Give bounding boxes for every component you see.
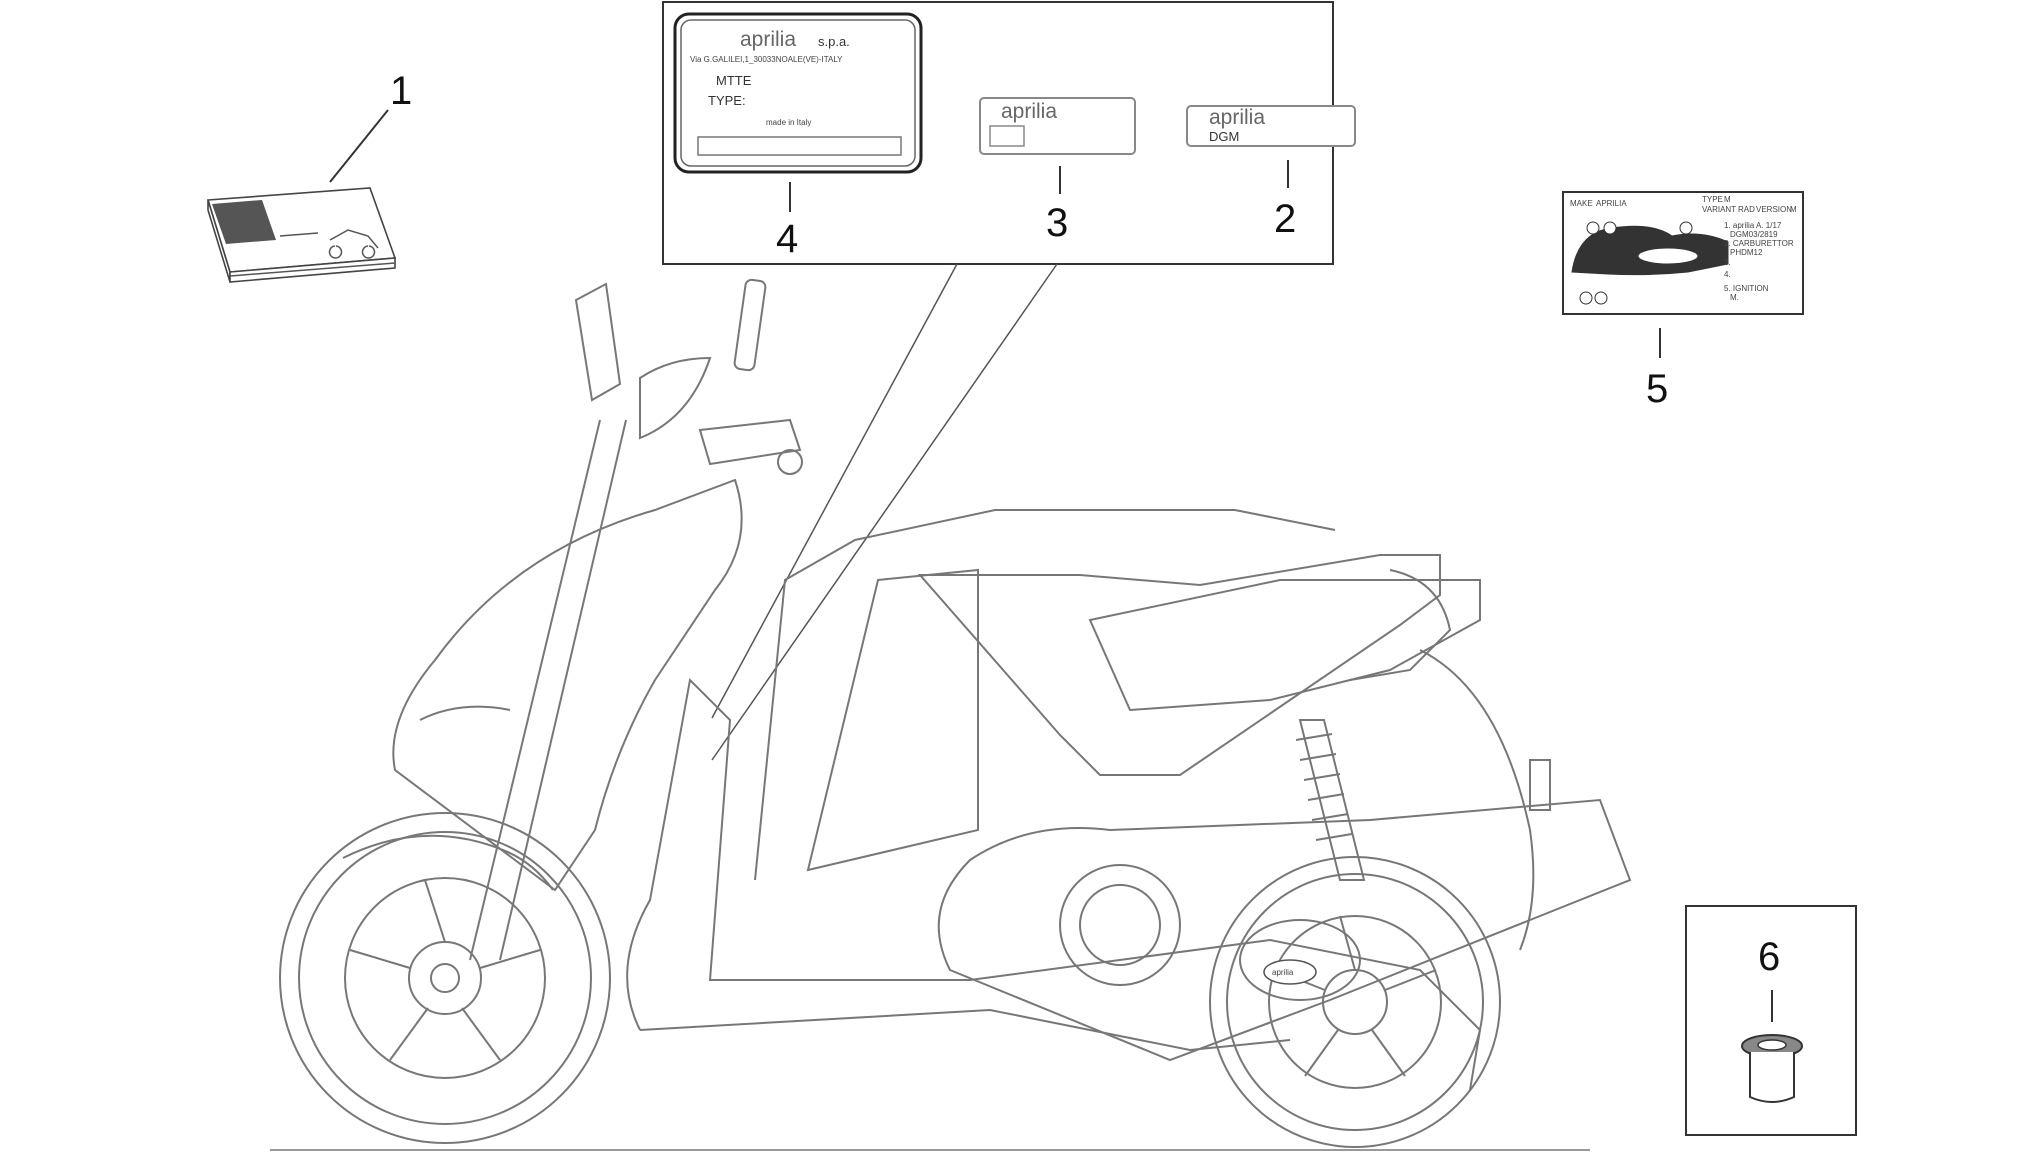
callout-4: 4 (776, 217, 798, 261)
label-5-header-4: M (1724, 195, 1731, 204)
label-5-header-1: MAKE (1570, 199, 1593, 208)
label-5-header-5: VARIANT (1702, 205, 1736, 214)
label-5-note-7: 5. IGNITION (1724, 284, 1769, 293)
identification-plate-4: aprilia s.p.a. Via G.GALILEI,1_30033NOAL… (673, 12, 923, 174)
label-5-header-2: APRILIA (1596, 199, 1627, 208)
plate-4-brand-suffix: s.p.a. (818, 34, 850, 49)
tyre-info-label-5: MAKE APRILIA TYPE M VARIANT RAD VERSION … (1562, 191, 1804, 315)
plate-4-brand: aprilia (740, 28, 796, 51)
plug-inset-box (1685, 905, 1857, 1136)
plate-3-brand: aprilia (1001, 100, 1057, 123)
label-5-note-6: 4. (1724, 270, 1731, 279)
leader-line-plate-4-to-frame (711, 263, 958, 719)
scooter-outline-icon (270, 278, 1632, 1151)
callout-5: 5 (1646, 367, 1668, 411)
rubber-plug-icon (1741, 1034, 1803, 1103)
engine-cover-badge: aprilia (1263, 959, 1317, 985)
engine-badge-text: aprilia (1272, 968, 1294, 977)
leader-line-1 (329, 109, 389, 183)
leader-line-plate-3-to-frame (711, 263, 1058, 761)
label-5-header-8: M (1790, 205, 1797, 214)
label-5-header-7: VERSION (1756, 205, 1792, 214)
label-5-header-3: TYPE (1702, 195, 1723, 204)
label-5-note-8: M. (1730, 293, 1739, 302)
plate-4-address: Via G.GALILEI,1_30033NOALE(VE)-ITALY (690, 55, 843, 64)
identification-plate-2: aprilia DGM (1186, 105, 1356, 147)
label-5-note-1: 1. aprilia A. 1/17 (1724, 221, 1782, 230)
identification-plate-3: aprilia (979, 97, 1136, 155)
label-5-note-3: 2. CARBURETTOR (1724, 239, 1794, 248)
plate-2-code: DGM (1209, 129, 1239, 144)
owner-manual-book-icon (206, 187, 397, 283)
plate-4-type: TYPE: (708, 93, 746, 108)
label-5-note-2: DGM03/2819 (1730, 230, 1778, 239)
label-5-header-6: RAD (1738, 205, 1755, 214)
plate-4-mtte: MTTE (716, 73, 752, 88)
label-5-note-5: 3. (1724, 258, 1731, 267)
callout-6: 6 (1758, 935, 1780, 979)
callout-2: 2 (1274, 197, 1296, 241)
plate-2-brand: aprilia (1209, 106, 1265, 129)
label-5-note-4: PHDM12 (1730, 248, 1763, 257)
callout-1: 1 (390, 69, 412, 113)
plate-4-made-in: made in Italy (766, 118, 811, 127)
callout-3: 3 (1046, 201, 1068, 245)
